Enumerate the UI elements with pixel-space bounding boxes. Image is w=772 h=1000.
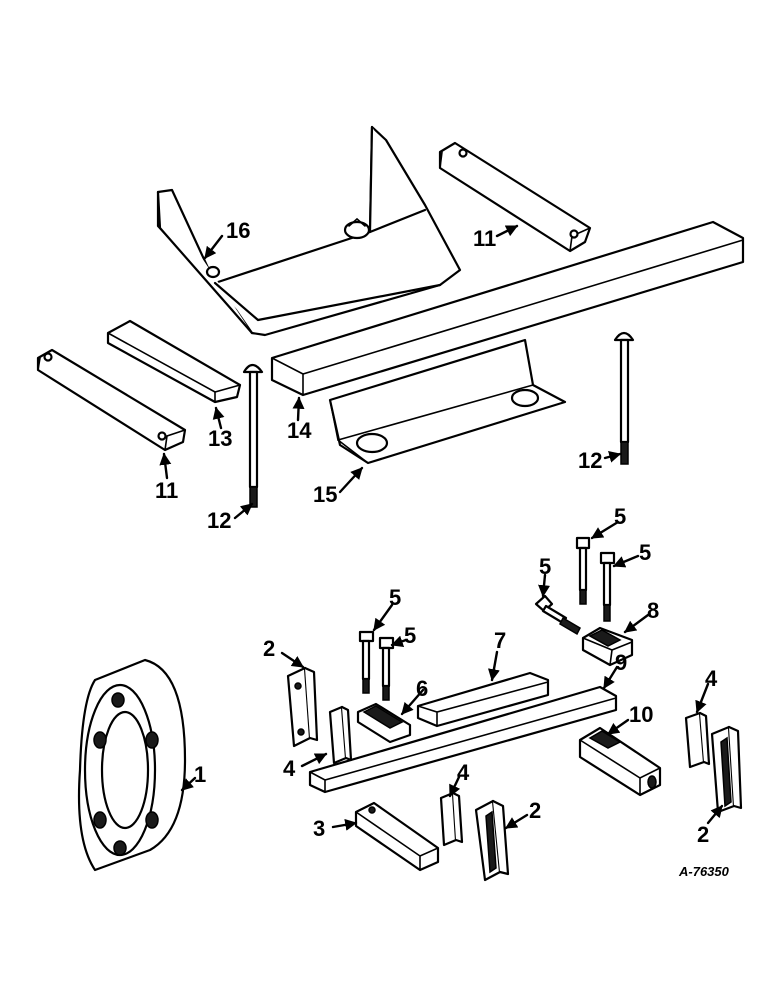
part-8-wedge	[581, 626, 634, 667]
callout-4-left: 4	[283, 756, 296, 781]
part-11-strap-upper	[438, 141, 592, 253]
part-6-channel	[356, 702, 412, 744]
callout-5-e: 5	[404, 623, 416, 648]
callout-4-middle: 4	[457, 760, 470, 785]
callout-2-middle: 2	[529, 798, 541, 823]
callout-2-left: 2	[263, 636, 275, 661]
callout-7: 7	[494, 628, 506, 653]
callout-16: 16	[226, 218, 250, 243]
part-16-platform-bracket	[156, 125, 462, 337]
part-9-bar	[308, 685, 618, 794]
part-11-strap-lower	[36, 348, 187, 452]
callout-13: 13	[208, 426, 232, 451]
callout-12-left: 12	[207, 508, 231, 533]
callout-11-lower: 11	[155, 478, 178, 503]
part-1-hub	[77, 658, 187, 872]
part-4-plates	[328, 705, 711, 847]
callout-2-right: 2	[697, 822, 709, 847]
part-12-bolt-left	[242, 363, 264, 508]
part-13-block	[106, 319, 242, 404]
callout-5-b: 5	[639, 540, 651, 565]
part-2-channels	[286, 666, 743, 882]
callout-4-right: 4	[705, 666, 718, 691]
callout-1: 1	[194, 762, 206, 787]
part-7-block	[416, 671, 550, 728]
part-12-bolt-right	[613, 331, 635, 465]
part-15-angle-bracket	[328, 338, 567, 465]
leader-lines	[159, 224, 724, 831]
callout-10: 10	[629, 702, 653, 727]
callout-11-upper: 11	[473, 226, 496, 251]
callout-5-d: 5	[389, 585, 401, 610]
callout-12-right: 12	[578, 448, 602, 473]
callout-9: 9	[615, 650, 627, 675]
callout-5-c: 5	[539, 554, 551, 579]
part-3-bracket	[354, 801, 440, 872]
part-14-long-rail	[270, 220, 745, 397]
callout-3: 3	[313, 816, 325, 841]
callout-6: 6	[416, 676, 428, 701]
callout-8: 8	[647, 598, 659, 623]
callout-14: 14	[287, 418, 312, 443]
callout-15: 15	[313, 482, 337, 507]
part-5-bolts	[358, 536, 616, 701]
drawing-number: A-76350	[678, 864, 730, 879]
callout-5-a: 5	[614, 504, 626, 529]
callout-labels: 16 11 13 11 14 15 12 12 5 5 5 5 5 8 7 9 …	[155, 218, 730, 879]
part-10-channel	[578, 726, 662, 797]
